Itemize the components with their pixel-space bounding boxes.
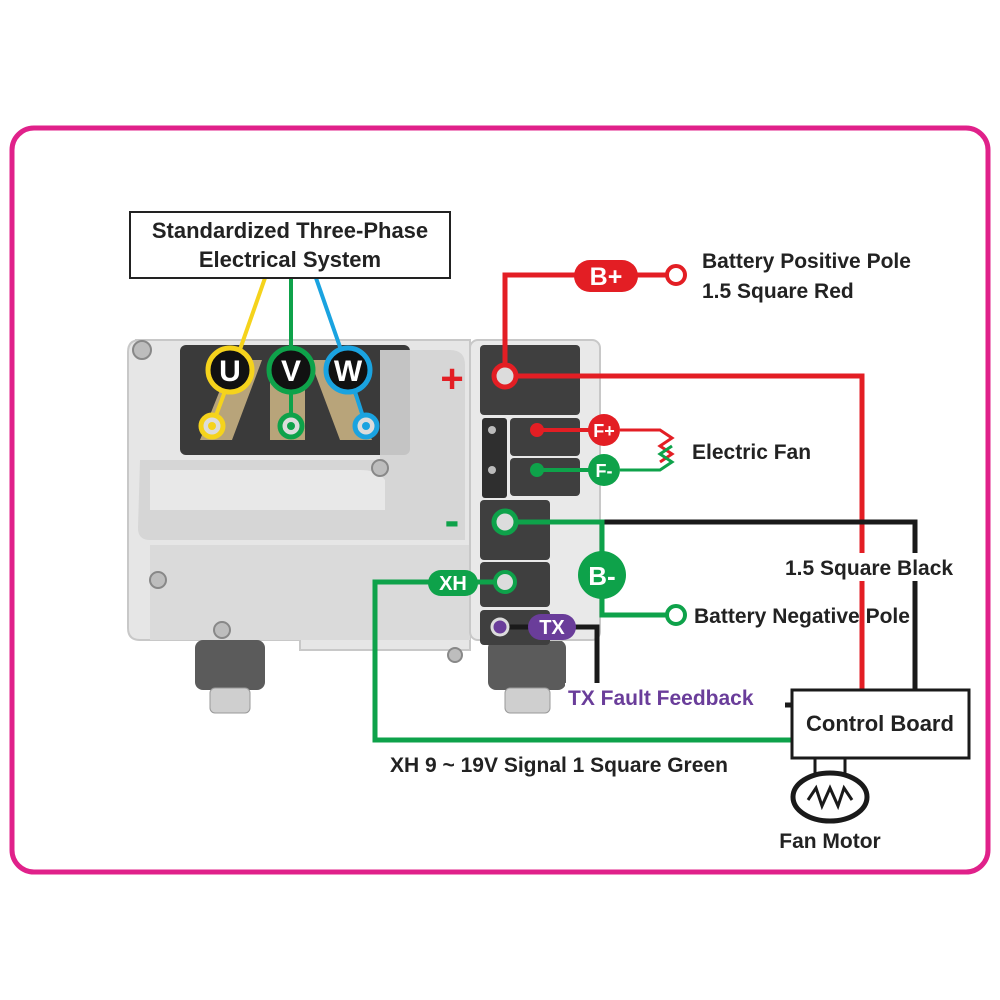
v-badge — [266, 345, 316, 395]
bplus-stud — [491, 362, 519, 390]
fminus-label: F- — [596, 461, 613, 481]
frame-border — [9, 125, 991, 875]
bminus-stud — [491, 508, 519, 536]
black-negative-wire — [505, 519, 918, 690]
xh-badge — [428, 570, 478, 596]
bminus-label: B- — [588, 561, 615, 591]
bminus-badge — [578, 551, 626, 599]
fplus-stud — [530, 423, 544, 437]
plus-sign: + — [440, 357, 463, 401]
u-badge — [205, 345, 255, 395]
fplus-badge — [588, 414, 620, 446]
battery-positive-label: Battery Positive Pole — [702, 250, 911, 273]
xh-label: XH — [439, 573, 467, 595]
control-board-label: Control Board — [806, 711, 954, 736]
fplus-label: F+ — [593, 421, 615, 441]
tx-feedback-label-bg — [565, 683, 785, 711]
red-to-control-wire — [505, 373, 865, 690]
three-phase-title-box — [129, 211, 451, 279]
square-black-label-bg — [780, 553, 980, 581]
w-label: W — [334, 355, 363, 388]
fminus-badge — [588, 454, 620, 486]
three-phase-title-line2: Electrical System — [199, 247, 381, 272]
tx-feedback-label: TX Fault Feedback — [568, 687, 754, 710]
w-badge — [323, 345, 373, 395]
battery-positive-spec: 1.5 Square Red — [702, 280, 854, 303]
bplus-badge — [574, 260, 638, 292]
battery-positive-terminal — [665, 264, 687, 286]
fan-motor-label: Fan Motor — [779, 830, 880, 853]
fan-motor-icon — [790, 770, 870, 824]
tx-stud — [490, 617, 510, 637]
three-phase-title-line1: Standardized Three-Phase — [152, 218, 428, 243]
xh-stud — [493, 570, 517, 594]
control-board-box — [790, 688, 971, 760]
controller-housing — [127, 339, 601, 714]
battery-negative-terminal — [665, 604, 687, 626]
u-label: U — [219, 355, 241, 388]
battery-negative-label: Battery Negative Pole — [694, 605, 910, 628]
minus-sign: - — [445, 496, 460, 545]
fan-coil-green — [620, 444, 675, 472]
fminus-stud — [530, 463, 544, 477]
tx-label: TX — [539, 617, 565, 639]
v-label: V — [281, 355, 301, 388]
fan-coil-red — [620, 428, 675, 464]
fan-motor-coil — [806, 784, 854, 811]
square-black-label: 1.5 Square Black — [785, 557, 953, 580]
bplus-label: B+ — [590, 263, 623, 291]
tx-badge — [528, 614, 576, 640]
electric-fan-label: Electric Fan — [692, 441, 811, 464]
xh-signal-label: XH 9 ~ 19V Signal 1 Square Green — [390, 754, 728, 777]
